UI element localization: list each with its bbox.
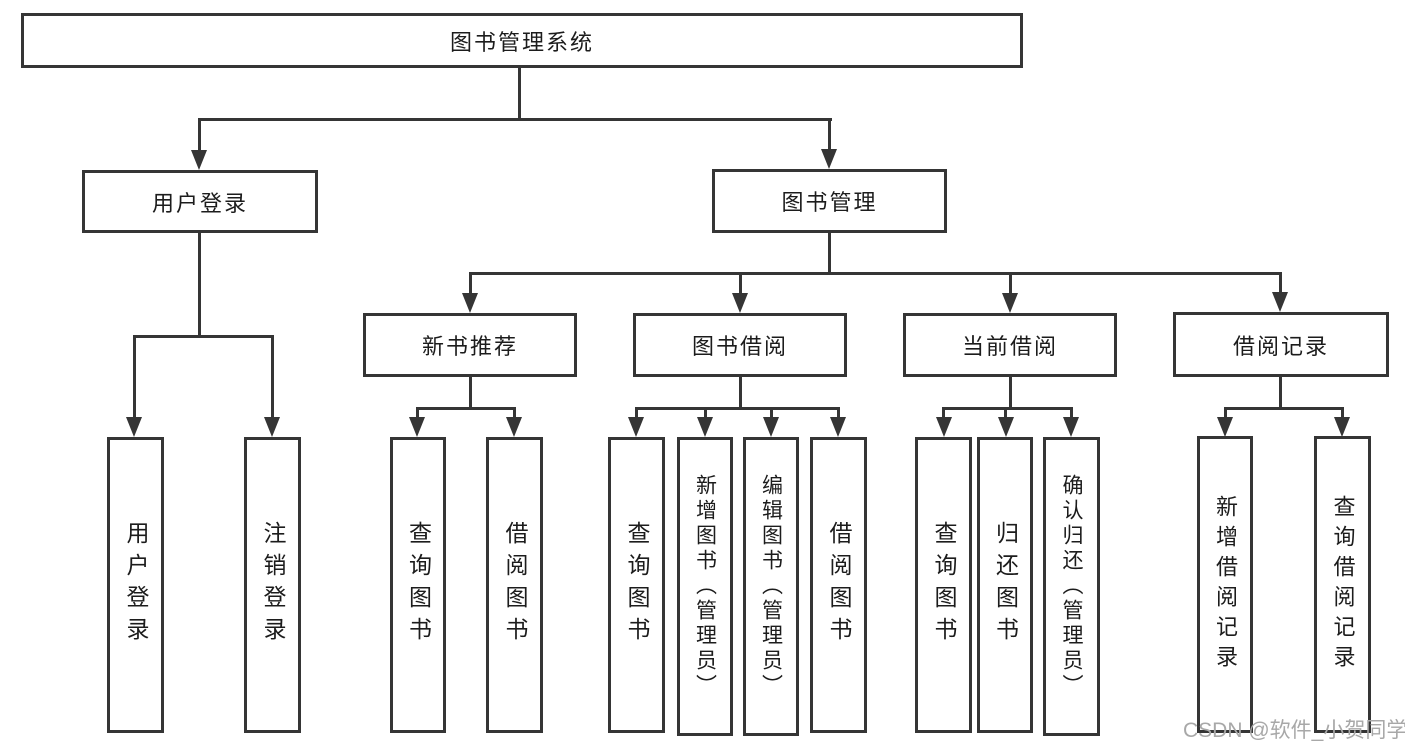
- leaf-confirm-return-admin: 确认归还（管理员）: [1043, 437, 1100, 736]
- leaf-query-books-recommend-label: 查询图书: [405, 521, 432, 649]
- node-current-borrowing: 当前借阅: [903, 313, 1117, 377]
- connector-drop: [837, 407, 840, 419]
- connector-drop: [1070, 407, 1073, 419]
- leaf-borrow-books-borrowing: 借阅图书: [810, 437, 867, 733]
- arrow-down-icon: [697, 417, 713, 437]
- connector-new-book-bus: [416, 407, 516, 410]
- arrow-down-icon: [830, 417, 846, 437]
- arrow-down-icon: [1063, 417, 1079, 437]
- connector-drop: [770, 407, 773, 419]
- arrow-down-icon: [506, 417, 522, 437]
- arrow-down-icon: [264, 417, 280, 437]
- connector-drop-leaf-logout: [271, 335, 274, 419]
- connector-book-mgmt-stem: [828, 233, 831, 272]
- leaf-logout-login-label: 注销登录: [260, 521, 286, 649]
- leaf-borrow-books-borrowing-label: 借阅图书: [826, 521, 852, 649]
- leaf-borrow-books-recommend-label: 借阅图书: [502, 521, 528, 649]
- connector-drop: [635, 407, 638, 419]
- connector-drop-user-login: [198, 118, 201, 152]
- connector-drop-current-borrowing: [1009, 272, 1012, 295]
- connector-borrowing-records-bus: [1224, 407, 1344, 410]
- connector-drop: [513, 407, 516, 419]
- leaf-user-login-label: 用户登录: [123, 521, 149, 649]
- node-new-book-recommend-label: 新书推荐: [421, 334, 518, 359]
- arrow-down-icon: [191, 150, 207, 170]
- connector-book-mgmt-bus: [469, 272, 1282, 275]
- node-user-login-label: 用户登录: [151, 190, 248, 216]
- leaf-query-borrow-record-label: 查询借阅记录: [1330, 494, 1356, 675]
- node-current-borrowing-label: 当前借阅: [961, 334, 1058, 359]
- leaf-query-borrow-record: 查询借阅记录: [1314, 436, 1371, 733]
- leaf-edit-books-admin: 编辑图书（管理员）: [743, 437, 799, 736]
- csdn-watermark: CSDN @软件_小贺同学: [1183, 719, 1405, 742]
- leaf-confirm-return-admin-label: 确认归还（管理员）: [1060, 474, 1083, 699]
- leaf-return-books: 归还图书: [977, 437, 1033, 733]
- connector-user-login-bus: [133, 335, 274, 338]
- node-book-borrowing-label: 图书借阅: [691, 334, 788, 359]
- arrow-down-icon: [1217, 417, 1233, 437]
- leaf-query-books-borrowing: 查询图书: [608, 437, 665, 733]
- connector-drop: [942, 407, 945, 419]
- connector-root-stem: [518, 68, 521, 118]
- arrow-down-icon: [936, 417, 952, 437]
- connector-root-bus: [198, 118, 832, 121]
- arrow-down-icon: [628, 417, 644, 437]
- leaf-query-books-recommend: 查询图书: [390, 437, 446, 733]
- connector-drop: [704, 407, 707, 419]
- connector-drop-book-management: [828, 118, 831, 151]
- connector-book-borrowing-stem: [739, 377, 742, 407]
- connector-drop-leaf-user-login: [133, 335, 136, 419]
- connector-drop-new-book: [469, 272, 472, 295]
- connector-drop-book-borrowing: [739, 272, 742, 295]
- leaf-add-borrow-record: 新增借阅记录: [1197, 436, 1253, 733]
- connector-current-borrowing-stem: [1009, 377, 1012, 407]
- connector-drop: [416, 407, 419, 419]
- node-borrowing-records-label: 借阅记录: [1232, 333, 1329, 359]
- arrow-down-icon: [998, 417, 1014, 437]
- leaf-query-books-borrowing-label: 查询图书: [624, 521, 650, 649]
- node-user-login: 用户登录: [82, 170, 318, 233]
- leaf-add-books-admin-label: 新增图书（管理员）: [693, 474, 717, 699]
- leaf-return-books-label: 归还图书: [992, 521, 1019, 649]
- connector-new-book-stem: [469, 377, 472, 407]
- connector-borrowing-records-stem: [1279, 377, 1282, 407]
- node-library-system: 图书管理系统: [21, 13, 1023, 68]
- arrow-down-icon: [732, 293, 748, 313]
- leaf-query-books-current: 查询图书: [915, 437, 972, 733]
- leaf-user-login: 用户登录: [107, 437, 164, 733]
- connector-user-login-stem: [198, 233, 201, 335]
- arrow-down-icon: [126, 417, 142, 437]
- connector-book-borrowing-bus: [635, 407, 840, 410]
- connector-current-borrowing-bus: [942, 407, 1073, 410]
- connector-drop: [1341, 407, 1344, 419]
- node-book-borrowing: 图书借阅: [633, 313, 847, 377]
- leaf-query-books-current-label: 查询图书: [931, 521, 957, 649]
- leaf-logout-login: 注销登录: [244, 437, 301, 733]
- arrow-down-icon: [1334, 417, 1350, 437]
- connector-drop: [1224, 407, 1227, 419]
- leaf-edit-books-admin-label: 编辑图书（管理员）: [759, 474, 783, 699]
- leaf-borrow-books-recommend: 借阅图书: [486, 437, 543, 733]
- connector-drop: [1004, 407, 1007, 419]
- connector-drop-borrowing-records: [1279, 272, 1282, 295]
- arrow-down-icon: [1272, 292, 1288, 312]
- arrow-down-icon: [409, 417, 425, 437]
- leaf-add-books-admin: 新增图书（管理员）: [677, 437, 733, 736]
- arrow-down-icon: [1002, 293, 1018, 313]
- leaf-add-borrow-record-label: 新增借阅记录: [1213, 494, 1238, 675]
- node-book-management: 图书管理: [712, 169, 947, 233]
- node-library-system-label: 图书管理系统: [449, 29, 594, 55]
- arrow-down-icon: [763, 417, 779, 437]
- arrow-down-icon: [821, 149, 837, 169]
- node-new-book-recommend: 新书推荐: [363, 313, 577, 377]
- node-borrowing-records: 借阅记录: [1173, 312, 1389, 377]
- arrow-down-icon: [462, 293, 478, 313]
- node-book-management-label: 图书管理: [781, 190, 878, 215]
